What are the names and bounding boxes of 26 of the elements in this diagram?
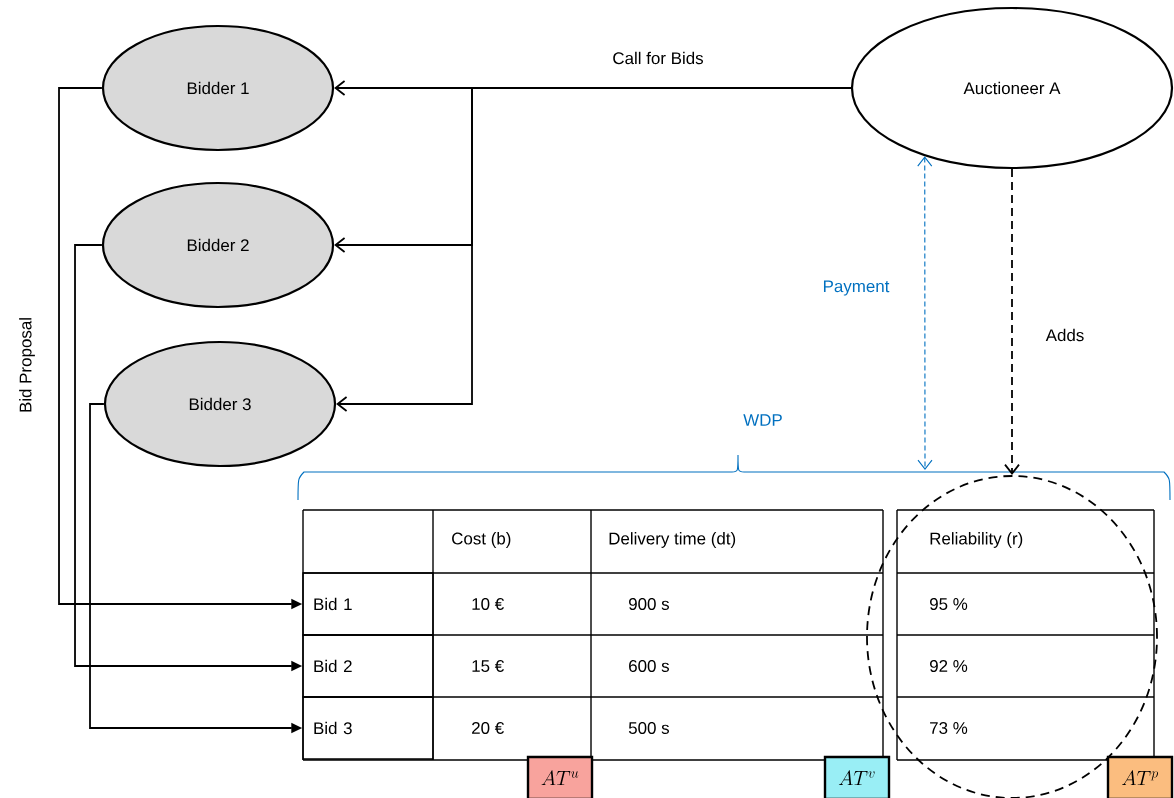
table-value: 600 s <box>629 660 669 672</box>
table-cell: Bid 2 <box>302 634 434 698</box>
table-value: 900 s <box>629 598 669 610</box>
table-value: 10 € <box>472 598 504 610</box>
edge-label: Bid Proposal <box>17 315 37 415</box>
table-value: 95 % <box>930 598 968 610</box>
arrow <box>1004 168 1020 476</box>
table-value: 73 % <box>930 722 968 734</box>
table-cell: Bid 3 <box>302 696 434 760</box>
attribute-tag: $AT^{v}$ <box>823 755 891 798</box>
attribute-tag: $AT^{u}$ <box>526 755 594 798</box>
column-header: Cost (b) <box>452 532 511 548</box>
table-value: 500 s <box>628 722 669 734</box>
column-header: Delivery time (dt) <box>609 532 736 548</box>
table-cell: Bid 1 <box>302 572 434 636</box>
arrow <box>917 156 933 470</box>
attribute-tag: $AT^{p}$ <box>1106 755 1174 798</box>
table-value: 15 € <box>472 660 504 672</box>
edge-label: Call for Bids <box>610 49 706 67</box>
column-header: Reliability (r) <box>930 532 1023 548</box>
edge-label: Adds <box>1043 326 1087 344</box>
brace-label: WDP <box>743 414 782 426</box>
table-value: 92 % <box>930 660 968 672</box>
edge-label: Payment <box>820 278 892 298</box>
arrow <box>336 87 852 412</box>
table-value: 20 € <box>472 722 504 734</box>
